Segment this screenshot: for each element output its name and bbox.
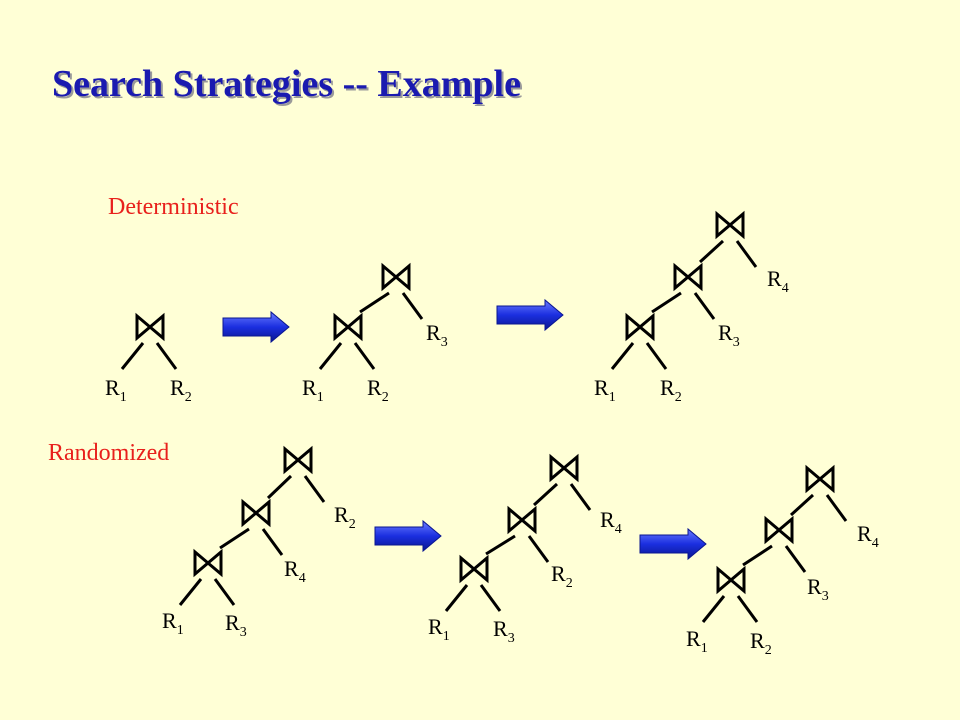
tree-edge	[401, 292, 424, 320]
join-tree-2: R1 R2 R3	[302, 262, 448, 405]
tree-edge	[735, 240, 758, 268]
join-tree-6: R1 R2 R3 R4	[686, 464, 879, 658]
relation-label: R2	[750, 628, 772, 658]
relation-label: R1	[302, 375, 324, 405]
join-bowtie-icon	[241, 498, 271, 528]
tree-edge	[213, 578, 236, 606]
relation-label: R3	[718, 320, 740, 350]
randomized-label: Randomized	[48, 440, 170, 466]
join-bowtie-icon	[673, 262, 703, 292]
tree-edge	[610, 342, 635, 370]
tree-edge	[120, 342, 145, 370]
arrows-layer	[222, 298, 707, 561]
tree-edge	[742, 544, 773, 567]
join-bowtie-icon	[381, 262, 411, 292]
relation-label: R2	[551, 561, 573, 591]
join-bowtie-icon	[549, 453, 579, 483]
join-bowtie-icon	[764, 515, 794, 545]
tree-edge	[318, 342, 343, 370]
relation-label: R4	[767, 266, 789, 296]
tree-edge	[178, 578, 203, 606]
relation-label: R2	[367, 375, 389, 405]
tree-edge	[651, 291, 682, 314]
join-tree-4: R1 R3 R4 R2	[162, 445, 356, 640]
relation-label: R4	[284, 556, 306, 586]
tree-edge	[479, 584, 502, 612]
tree-edge	[693, 292, 716, 320]
join-bowtie-icon	[283, 445, 313, 475]
join-tree-1: R1 R2	[105, 312, 192, 405]
relation-label: R1	[105, 375, 127, 405]
relation-label: R2	[170, 375, 192, 405]
tree-edge	[261, 528, 284, 556]
join-bowtie-icon	[625, 312, 655, 342]
join-bowtie-icon	[805, 464, 835, 494]
relation-label: R4	[857, 521, 879, 551]
relation-label: R2	[660, 375, 682, 405]
tree-edge	[444, 584, 469, 612]
tree-edge	[789, 493, 815, 517]
tree-edge	[359, 291, 390, 314]
relation-label: R3	[426, 320, 448, 350]
tree-edge	[784, 545, 807, 573]
join-bowtie-icon	[193, 548, 223, 578]
tree-edge	[736, 595, 759, 623]
tree-edge	[219, 527, 250, 550]
tree-edge	[569, 483, 592, 511]
tree-edge	[698, 239, 725, 264]
tree-edge	[701, 595, 726, 623]
relation-label: R4	[600, 507, 622, 537]
join-bowtie-icon	[715, 210, 745, 240]
deterministic-label: Deterministic	[108, 194, 239, 220]
relation-label: R2	[334, 502, 356, 532]
tree-edge	[532, 482, 559, 507]
join-bowtie-icon	[459, 554, 489, 584]
tree-edge	[266, 474, 293, 500]
tree-edge	[527, 535, 550, 563]
page-title: Search Strategies -- Example	[52, 63, 521, 105]
tree-edge	[303, 475, 326, 503]
relation-label: R3	[493, 616, 515, 646]
relation-label: R1	[428, 614, 450, 644]
tree-edge	[825, 494, 848, 522]
relation-label: R3	[225, 610, 247, 640]
tree-edge	[485, 534, 516, 556]
join-tree-3: R1 R2 R3 R4	[594, 210, 789, 405]
relation-label: R3	[807, 574, 829, 604]
join-bowtie-icon	[507, 505, 537, 535]
join-tree-5: R1 R3 R2 R4	[428, 453, 622, 646]
tree-edge	[353, 342, 376, 370]
join-bowtie-icon	[135, 312, 165, 342]
join-bowtie-icon	[333, 312, 363, 342]
relation-label: R1	[594, 375, 616, 405]
tree-edge	[645, 342, 668, 370]
relation-label: R1	[686, 626, 708, 656]
tree-edge	[155, 342, 178, 370]
right-arrow-icon	[222, 310, 290, 344]
right-arrow-icon	[639, 527, 707, 561]
right-arrow-icon	[496, 298, 564, 332]
right-arrow-icon	[374, 519, 442, 553]
relation-label: R1	[162, 608, 184, 638]
join-bowtie-icon	[716, 565, 746, 595]
